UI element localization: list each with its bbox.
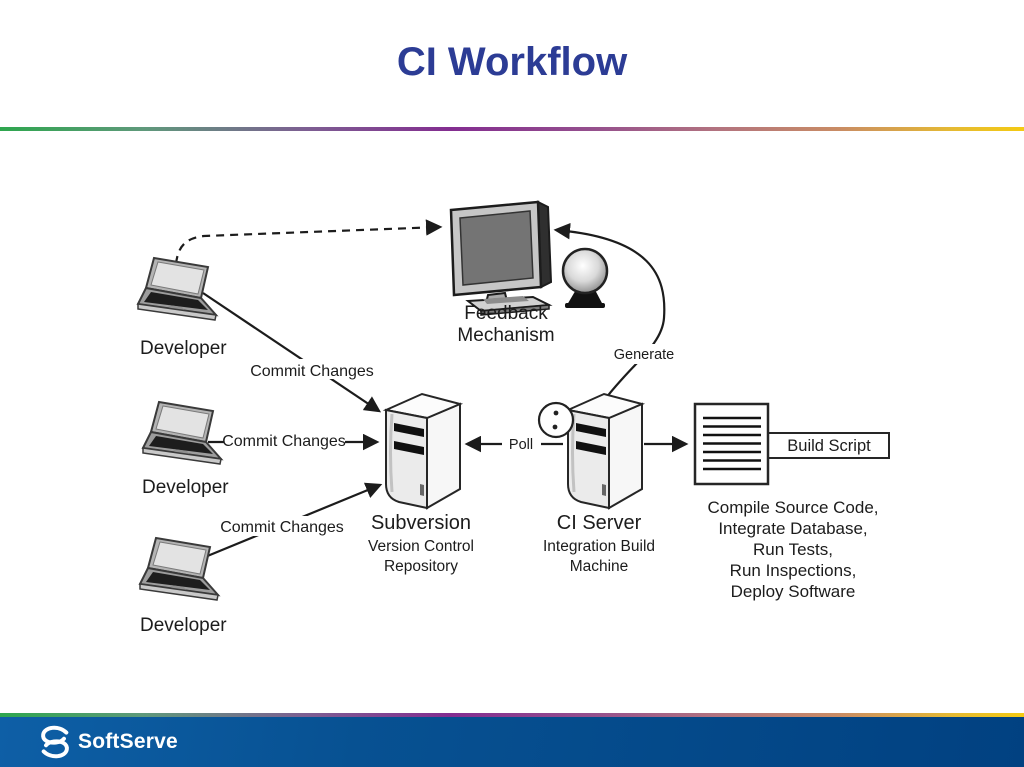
subversion-subtitle-1: Version Control (368, 538, 474, 555)
commit-arrow-1 (202, 292, 382, 413)
label-backplate (222, 516, 343, 536)
developer-label-1: Developer (140, 338, 227, 359)
poll-label: Poll (509, 437, 533, 453)
softserve-logo-icon (41, 725, 69, 759)
build-script-label: Build Script (787, 437, 871, 455)
label-backplate (224, 430, 345, 450)
ci-server-subtitle-2: Machine (570, 558, 629, 575)
generate-label: Generate (614, 347, 674, 363)
developer-laptop-3 (139, 537, 219, 601)
footer-gradient-line (0, 713, 1024, 717)
build-script-box (767, 432, 890, 459)
footer-bar: SoftServe (0, 717, 1024, 767)
commit-changes-label-3: Commit Changes (220, 519, 344, 536)
status-orb-icon (561, 247, 609, 308)
commit-changes-label-2: Commit Changes (222, 433, 346, 450)
script-steps-list: Compile Source Code, Integrate Database,… (707, 498, 878, 601)
developer-laptop-1 (137, 257, 217, 321)
commit-changes-label-1: Commit Changes (250, 363, 374, 380)
feedback-label-line1: Feedback (464, 303, 548, 324)
label-backplate (252, 359, 372, 379)
slide-title: CI Workflow (396, 40, 628, 84)
script-step-4: Run Inspections, (730, 561, 857, 580)
label-backplate (606, 344, 682, 364)
poll-clock-icon (537, 401, 575, 439)
feedback-monitor (449, 200, 553, 316)
ci-server-tower (566, 392, 644, 510)
subversion-tower (384, 392, 462, 510)
developer-laptop-2 (142, 401, 222, 465)
ci-server-title: CI Server (557, 512, 642, 534)
generate-arrow (553, 222, 666, 399)
developer-label-2: Developer (142, 477, 229, 498)
brand-name: SoftServe (78, 730, 178, 753)
script-step-1: Compile Source Code, (707, 498, 878, 517)
script-step-2: Integrate Database, (718, 519, 867, 538)
build-script-document-icon (693, 402, 770, 486)
script-step-5: Deploy Software (731, 582, 856, 601)
title-divider-gradient (0, 127, 1024, 131)
ci-server-subtitle-1: Integration Build (543, 538, 655, 555)
label-backplate (502, 434, 541, 452)
feedback-dashed-arrow (174, 219, 443, 265)
feedback-label-line2: Mechanism (457, 325, 554, 346)
script-step-3: Run Tests, (753, 540, 833, 559)
subversion-subtitle-2: Repository (384, 558, 458, 575)
subversion-title: Subversion (371, 512, 471, 534)
developer-label-3: Developer (140, 615, 227, 636)
